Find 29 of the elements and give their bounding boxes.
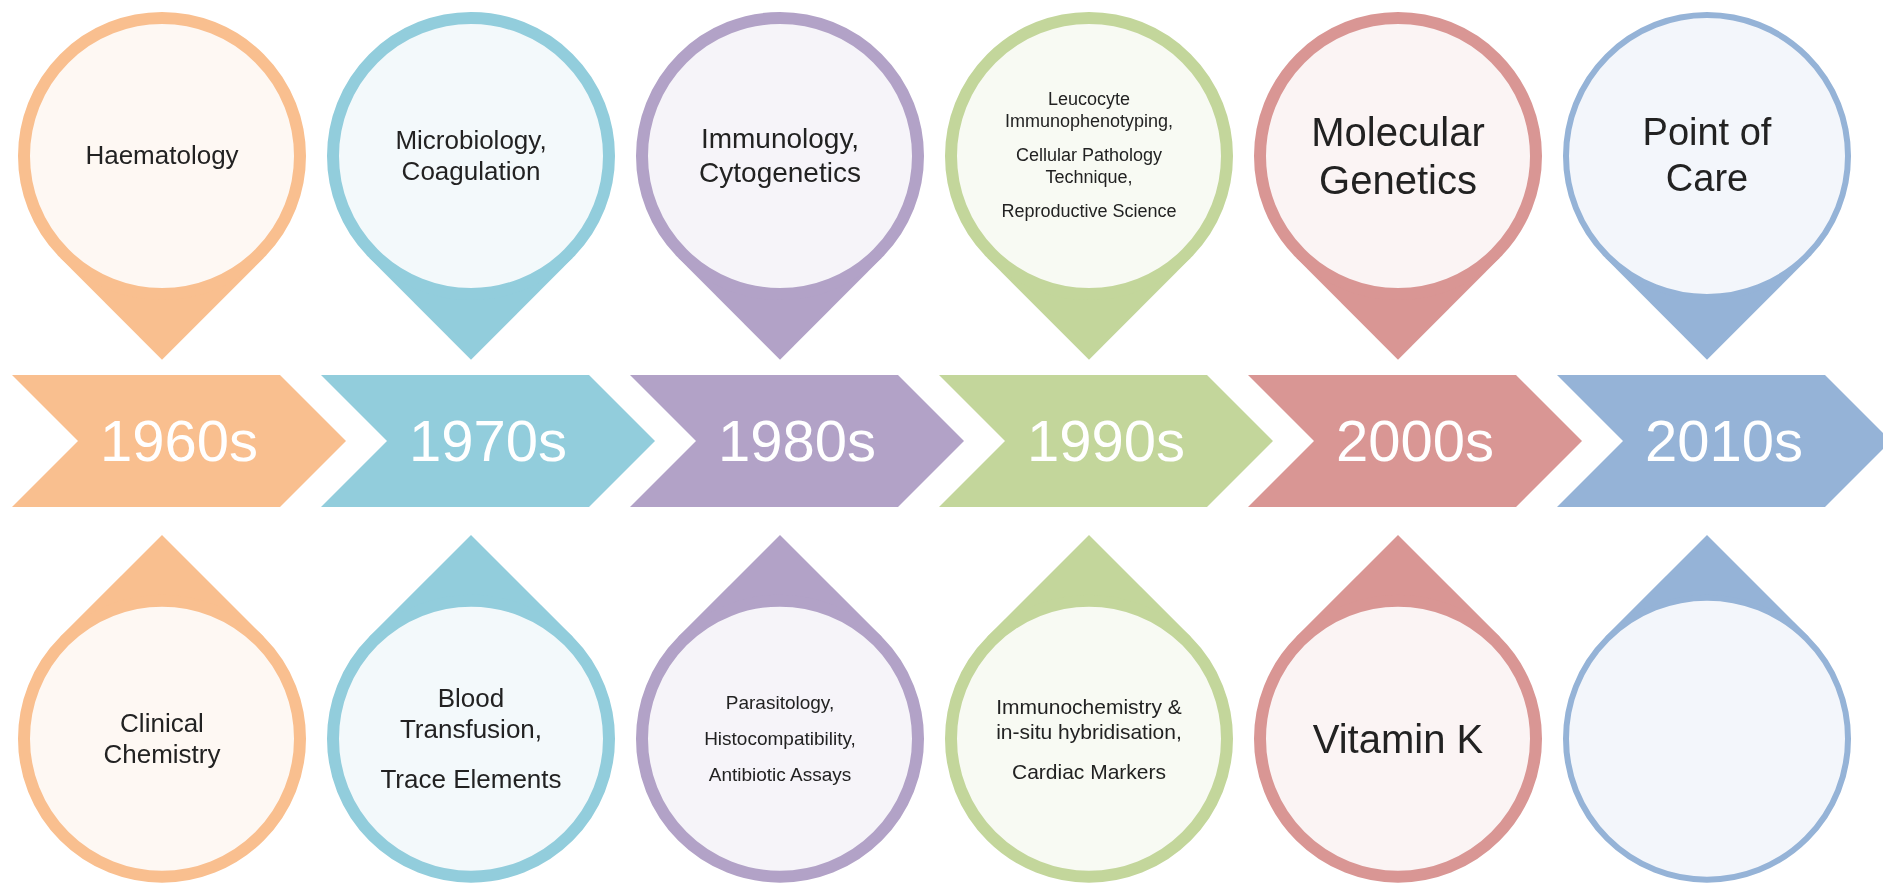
pin-label: Reproductive Science	[1001, 201, 1177, 223]
pin-label: Leucocyte Immunophenotyping,	[1003, 89, 1175, 133]
timeline-segment	[1248, 375, 1582, 507]
timeline-segment	[1557, 375, 1883, 507]
pin-label: Vitamin K	[1312, 716, 1484, 763]
decade-label: 2010s	[1645, 407, 1803, 476]
decade-label: 1990s	[1027, 407, 1185, 476]
timeline-segment	[630, 375, 964, 507]
pin-label: Clinical Chemistry	[102, 707, 222, 771]
decade-label: 1960s	[100, 407, 258, 476]
pin-label: Immunology, Cytogenetics	[698, 122, 862, 190]
decade-label: 1980s	[718, 407, 876, 476]
pin-label: Blood Transfusion,	[398, 683, 544, 746]
pin-label: Point of Care	[1641, 110, 1773, 201]
timeline-segment	[321, 375, 655, 507]
timeline-segment	[939, 375, 1273, 507]
decade-label: 2000s	[1336, 407, 1494, 476]
pin-label: Microbiology, Coagulation	[394, 124, 548, 188]
pin-label: Cellular Pathology Technique,	[1014, 145, 1164, 189]
pin-label: Trace Elements	[380, 763, 562, 795]
pin-label: Molecular Genetics	[1310, 109, 1486, 204]
pin-label: Antibiotic Assays	[708, 763, 852, 787]
pin-label: Parasitology,	[725, 691, 835, 715]
decade-label: 1970s	[409, 407, 567, 476]
pin-label: Immunochemistry & in-situ hybridisation,	[995, 693, 1183, 745]
pin-label: Histocompatibility,	[704, 727, 856, 751]
timeline-segment	[12, 375, 346, 507]
pin-label: Cardiac Markers	[1011, 758, 1166, 785]
pin-label: Haematology	[85, 140, 239, 172]
